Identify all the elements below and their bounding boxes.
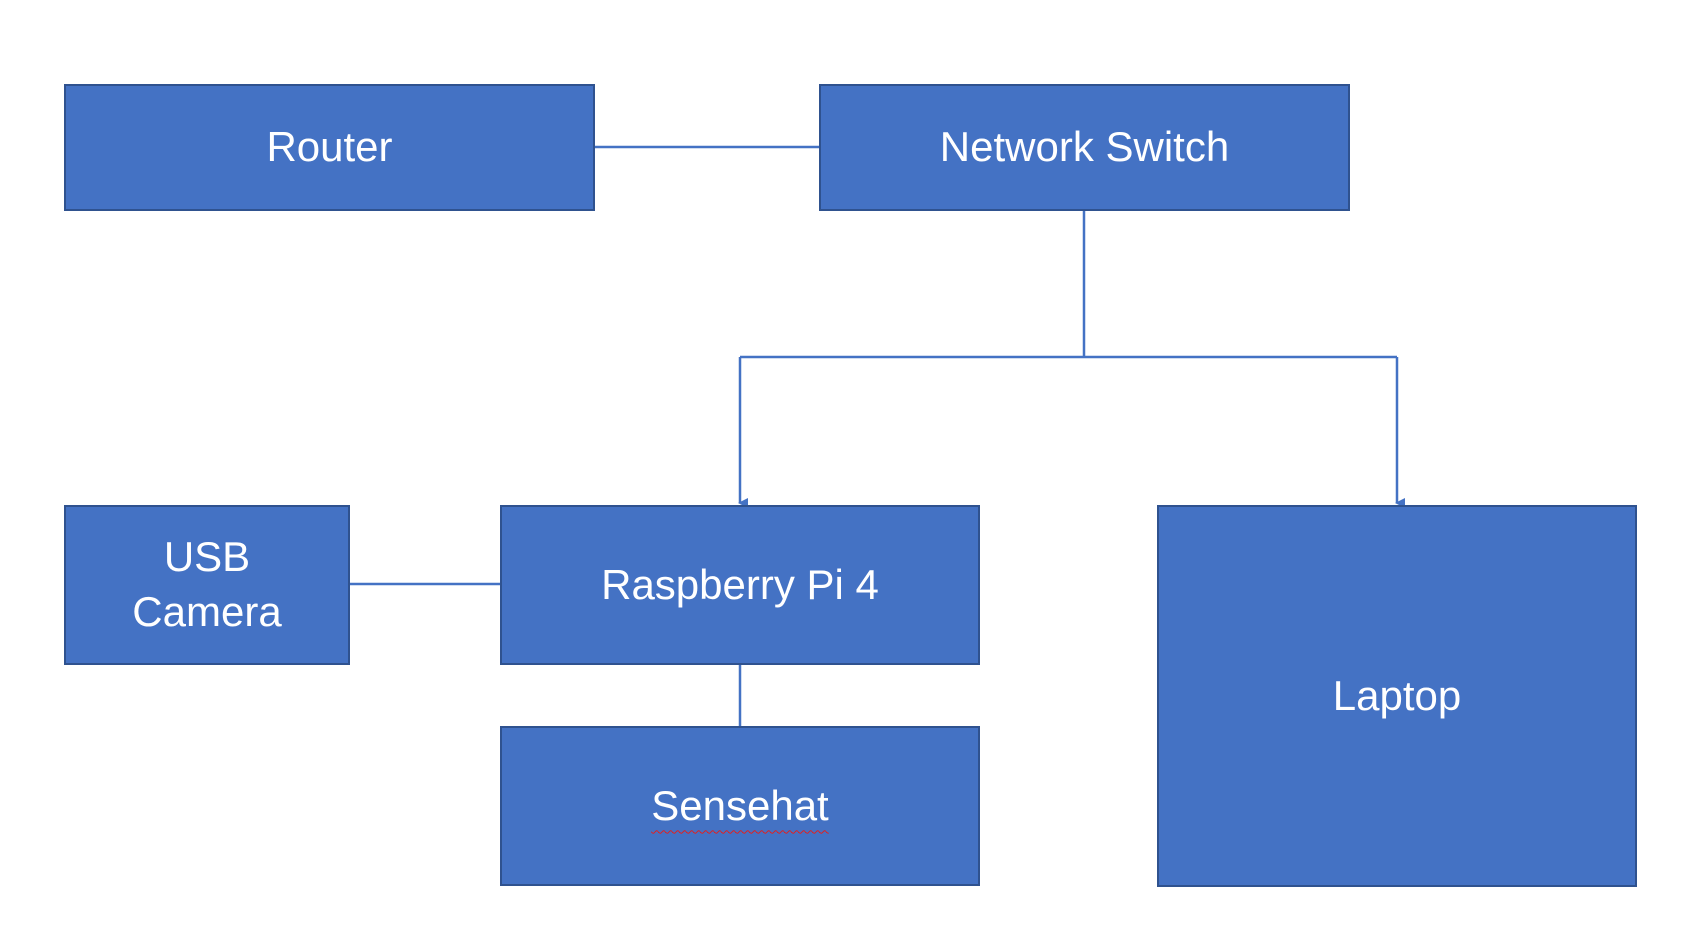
router-label: Router [266, 123, 393, 171]
sensehat-node: Sensehat [500, 726, 980, 886]
sensehat-label: Sensehat [651, 781, 829, 829]
usb-camera-label: USB Camera [132, 530, 281, 639]
usb-camera-label-line2: Camera [132, 588, 282, 635]
raspberry-pi-label: Raspberry Pi 4 [601, 560, 879, 608]
network-switch-label: Network Switch [939, 123, 1230, 171]
network-switch-node: Network Switch [819, 84, 1350, 211]
laptop-node: Laptop [1157, 505, 1637, 887]
router-node: Router [64, 84, 595, 211]
usb-camera-label-line1: USB [163, 533, 251, 581]
raspberry-pi-node: Raspberry Pi 4 [500, 505, 980, 665]
laptop-label: Laptop [1332, 671, 1462, 719]
usb-camera-node: USB Camera [64, 505, 350, 665]
